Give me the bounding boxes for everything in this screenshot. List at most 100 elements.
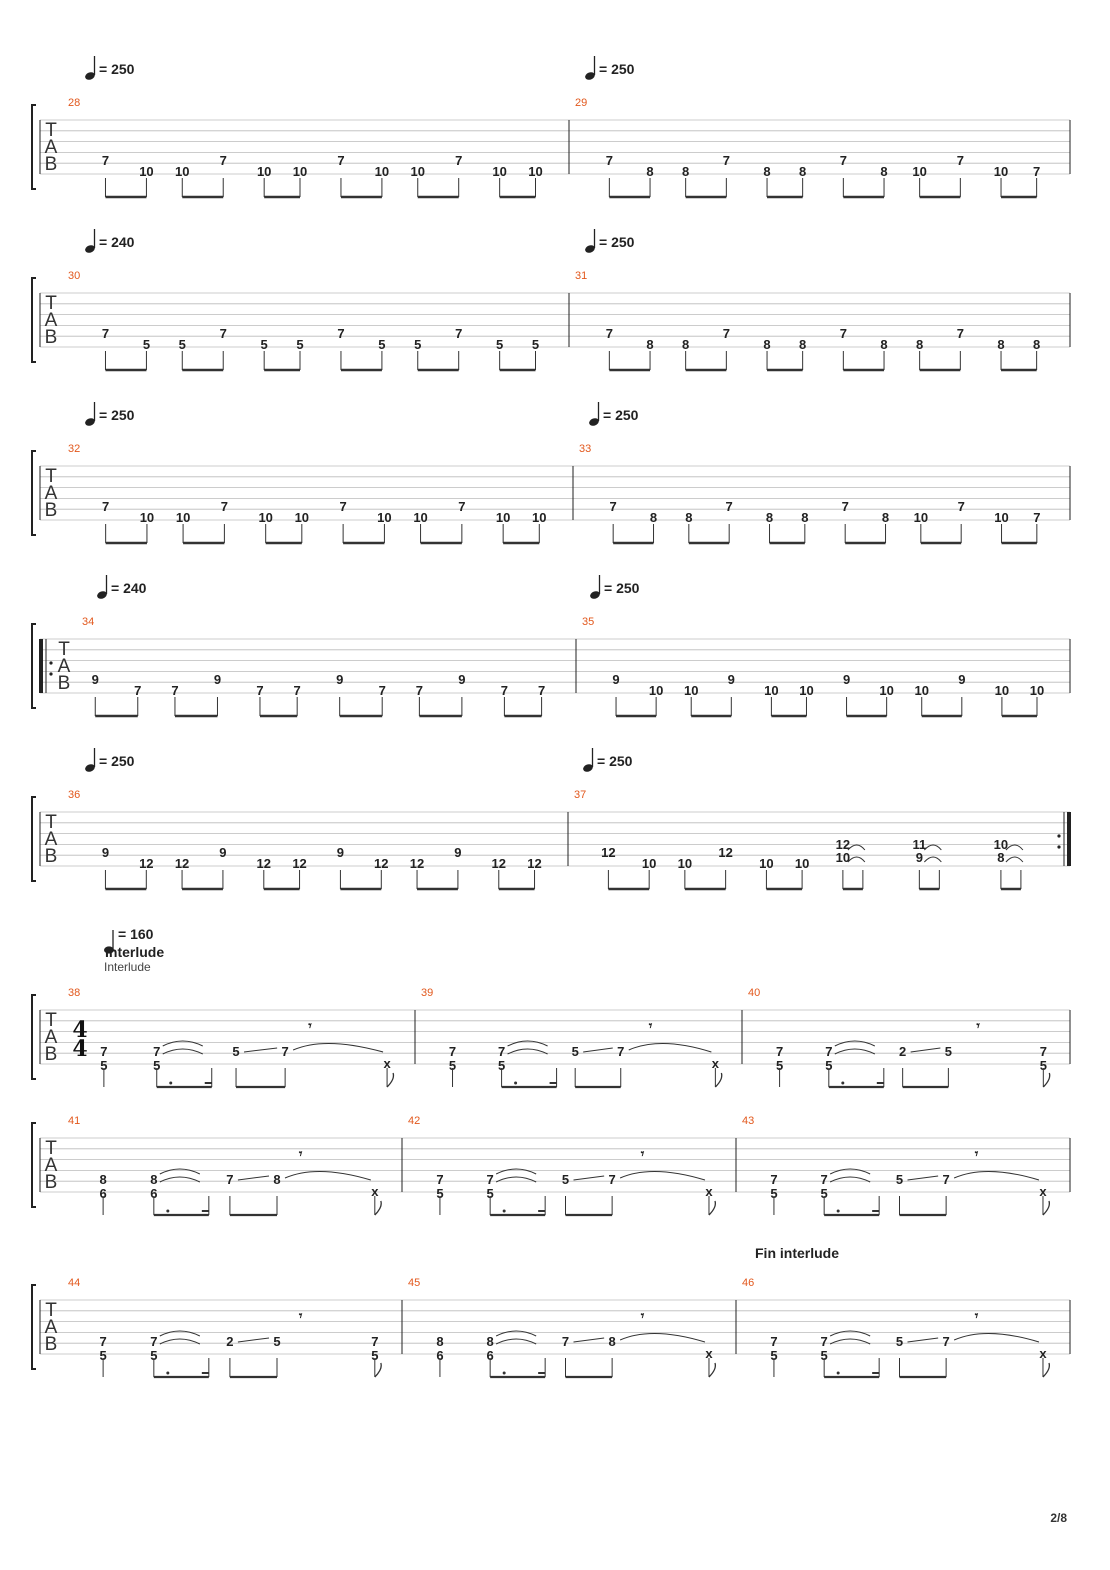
tempo-marking: = 250 [599,234,635,250]
fret-number: 6 [487,1348,494,1363]
fret-number: 10 [413,510,427,525]
tab-clef-letter: T [45,1010,57,1031]
tempo-marking: = 250 [99,753,135,769]
fret-number: 5 [770,1186,777,1201]
quarter-note-icon [585,245,595,253]
fret-number: 10 [139,164,153,179]
fret-number: 7 [943,1172,950,1187]
fret-number: 10 [257,164,271,179]
fret-number: 5 [945,1044,952,1059]
tempo-marking: = 250 [603,407,639,423]
tab-clef-letter: B [45,327,58,348]
fret-number: 10 [411,164,425,179]
fret-number: 8 [646,337,653,352]
fret-number: 7 [726,499,733,514]
fret-number: 7 [610,499,617,514]
tie-arc [159,1338,201,1345]
tab-clef-letter: T [45,1138,57,1159]
fret-number: 10 [912,164,926,179]
fret-number: 8 [1033,337,1040,352]
tab-clef-letter: B [45,1044,58,1065]
fret-number: 8 [685,510,692,525]
fret-number: 7 [842,499,849,514]
measure-number: 45 [408,1277,420,1289]
measure-number: 35 [582,616,594,628]
fret-number: 7 [821,1172,828,1187]
fret-number: 5 [143,337,150,352]
time-signature-top: 4 [72,1017,87,1043]
fret-number: 7 [498,1044,505,1059]
fret-number: 9 [214,672,221,687]
system-bracket [31,450,36,536]
fret-number: 8 [997,850,1004,865]
fret-number: 12 [836,837,850,852]
fret-number: 10 [759,856,773,871]
quarter-note-icon [590,591,600,599]
section-end-marker: Fin interlude [755,1245,839,1261]
tie-arc [292,1043,384,1053]
fret-number: 7 [609,1172,616,1187]
dead-note: x [705,1184,713,1199]
fret-number: 10 [879,683,893,698]
tie-arc [159,1330,201,1337]
fret-number: 7 [153,1044,160,1059]
tie-arc [953,1171,1040,1181]
fret-number: 5 [562,1172,569,1187]
fret-number: 8 [99,1172,106,1187]
tab-clef-letter: B [45,154,58,175]
fret-number: 10 [532,510,546,525]
fret-number: 8 [763,164,770,179]
fret-number: 7 [957,153,964,168]
fret-number: 12 [410,856,424,871]
fret-number: 7 [337,153,344,168]
fret-number: 7 [379,683,386,698]
dot [836,1209,840,1213]
tempo-marking: = 250 [99,407,135,423]
eighth-rest-icon: 𝄾 [640,1146,645,1161]
tab-clef-letter: B [45,1334,58,1355]
fret-number: 9 [454,845,461,860]
fret-number: 7 [562,1334,569,1349]
fret-number: 5 [896,1334,903,1349]
measure-number: 28 [68,97,80,109]
eighth-rest-icon: 𝄾 [648,1018,653,1033]
tie-arc [159,1176,201,1183]
fret-number: 8 [273,1172,280,1187]
fret-number: 7 [134,683,141,698]
quarter-note-icon [85,72,95,80]
fret-number: 7 [226,1172,233,1187]
measure-number: 37 [574,789,586,801]
fret-number: 7 [617,1044,624,1059]
fret-number: 5 [896,1172,903,1187]
dead-note: x [371,1184,379,1199]
eighth-rest-icon: 𝄾 [298,1308,303,1323]
fret-number: 10 [492,164,506,179]
measure-number: 41 [68,1115,80,1127]
fret-number: 10 [1030,683,1044,698]
fret-number: 10 [836,850,850,865]
system-bracket [31,623,36,709]
fret-number: 7 [1040,1044,1047,1059]
fret-number: 8 [682,337,689,352]
tab-clef-letter: T [45,466,57,487]
fret-number: 9 [612,672,619,687]
tab-clef-letter: A [45,1317,58,1338]
system-bracket [31,796,36,882]
fret-number: 7 [100,1044,107,1059]
dead-note: x [1039,1346,1047,1361]
fret-number: 7 [455,326,462,341]
fret-number: 12 [139,856,153,871]
measure-number: 36 [68,789,80,801]
fret-number: 5 [99,1348,106,1363]
fret-number: 5 [449,1058,456,1073]
fret-number: 8 [997,337,1004,352]
fret-number: 7 [538,683,545,698]
tab-clef-letter: A [45,1155,58,1176]
fret-number: 7 [770,1172,777,1187]
slide-line [907,1337,939,1343]
fret-number: 10 [799,683,813,698]
fret-number: 5 [153,1058,160,1073]
tie-arc [507,1048,548,1055]
dead-note: x [705,1346,713,1361]
measure-number: 43 [742,1115,754,1127]
